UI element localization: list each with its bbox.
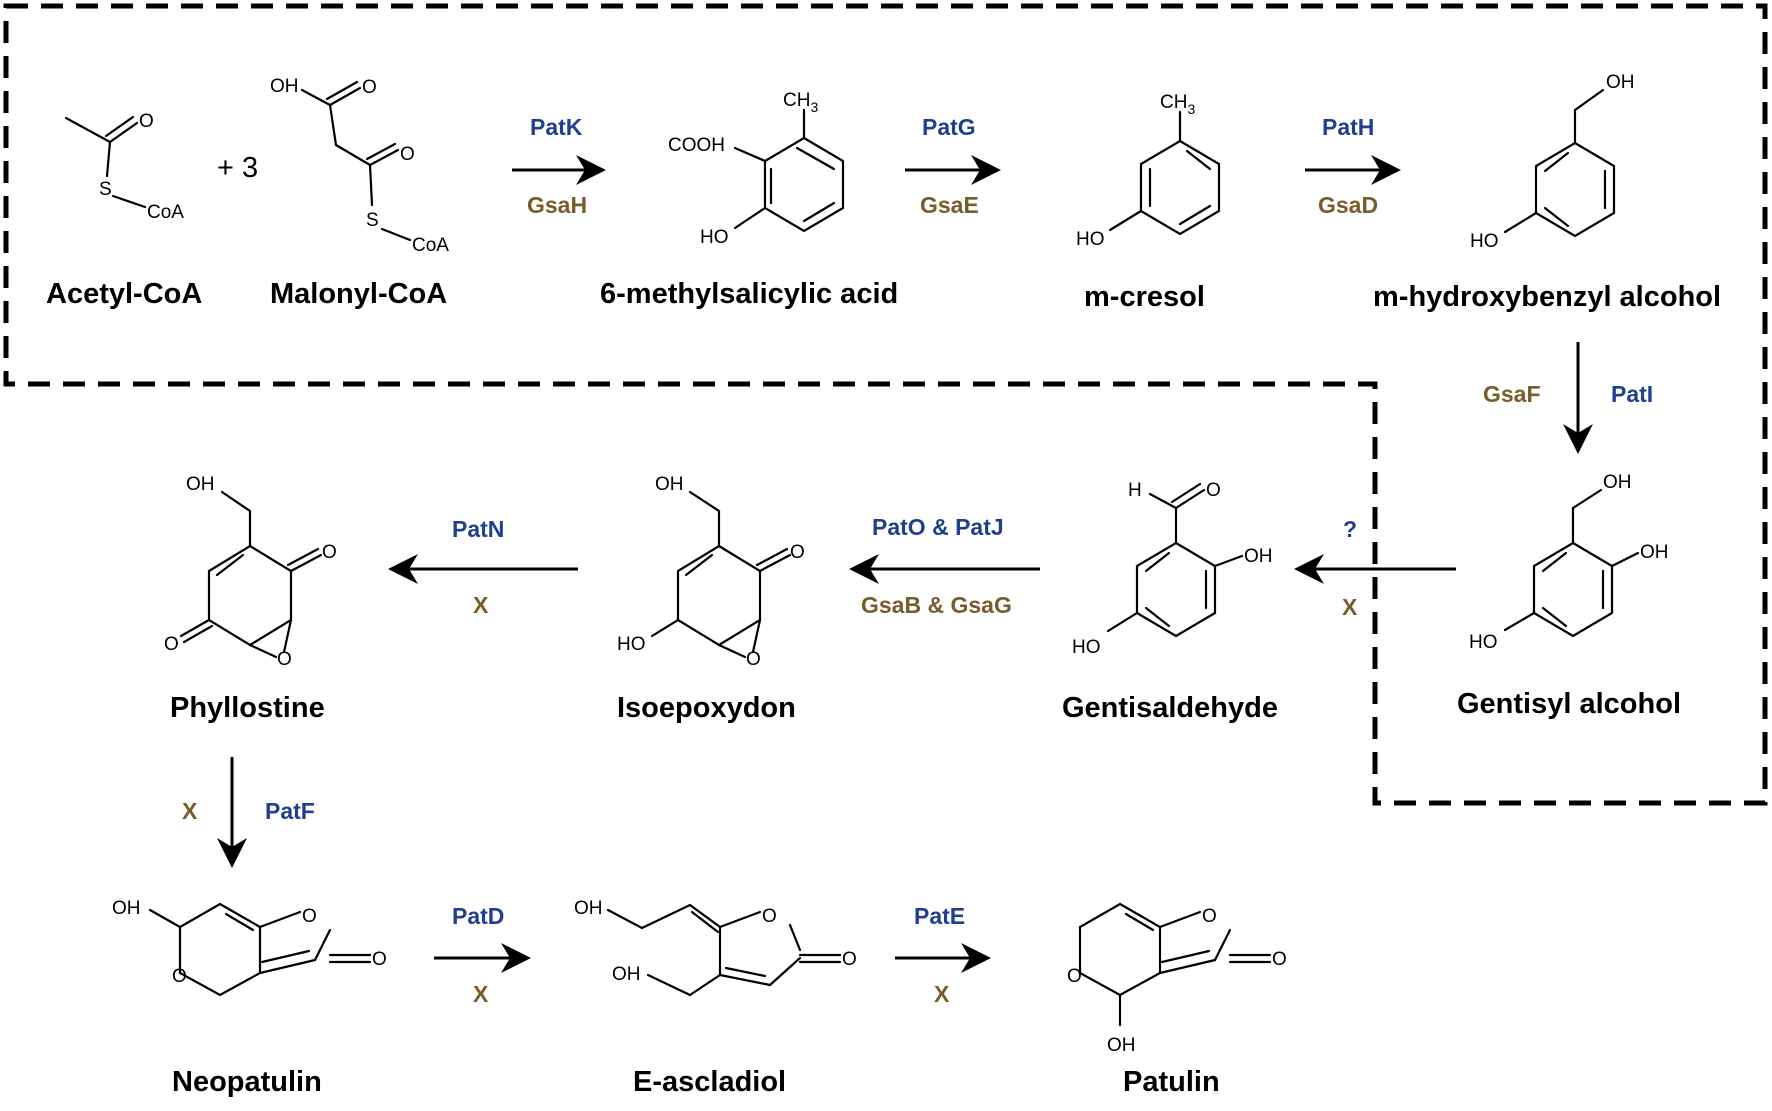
enzyme-patd: PatD <box>452 903 504 929</box>
compound-patulin: Patulin <box>1123 1066 1220 1098</box>
atom-ho: HO <box>617 634 646 655</box>
enzyme-pati: PatI <box>1611 381 1653 407</box>
enzyme-unknown: ? <box>1343 516 1357 542</box>
atom-o: O <box>746 649 761 670</box>
atom-o: O <box>302 906 317 927</box>
atom-s: S <box>99 179 112 200</box>
ch3-label: CH3 <box>783 90 818 115</box>
atom-o: O <box>762 906 777 927</box>
compound-phyllostine: Phyllostine <box>170 692 325 724</box>
atom-oh: OH <box>1640 542 1669 563</box>
malonyl-coa-structure: OH O O S CoA <box>270 76 449 256</box>
atom-o: O <box>1206 480 1221 501</box>
compound-6-methylsalicylic-acid: 6-methylsalicylic acid <box>600 278 898 310</box>
atom-h: H <box>1128 480 1142 501</box>
atom-o: O <box>172 966 187 987</box>
isoepoxydon-structure: OH O O HO <box>617 474 805 670</box>
atom-ho: HO <box>1470 231 1499 252</box>
atom-o: O <box>372 949 387 970</box>
atom-oh: OH <box>270 76 299 97</box>
atom-oh: OH <box>1107 1035 1136 1056</box>
atom-o: O <box>277 649 292 670</box>
atom-o: O <box>1272 949 1287 970</box>
atom-oh: OH <box>612 964 641 985</box>
e-ascladiol-structure: OH O O OH <box>574 898 857 997</box>
atom-oh: OH <box>574 898 603 919</box>
compound-gentisaldehyde: Gentisaldehyde <box>1062 692 1278 724</box>
enzyme-patn: PatN <box>452 516 504 542</box>
atom-oh: OH <box>1606 72 1635 93</box>
ch3-label: CH3 <box>1160 92 1195 117</box>
atom-o: O <box>842 949 857 970</box>
atom-coa: CoA <box>412 235 449 256</box>
enzyme-x: X <box>934 981 950 1007</box>
patulin-structure: O O O OH <box>1067 902 1287 1056</box>
enzyme-gsaf: GsaF <box>1483 381 1541 407</box>
atom-s: S <box>366 210 379 231</box>
enzyme-pate: PatE <box>914 903 965 929</box>
dashed-enclosure <box>3 3 1768 806</box>
atom-ho: HO <box>700 227 729 248</box>
atom-o: O <box>1202 906 1217 927</box>
atom-oh: OH <box>112 898 141 919</box>
stoichiometry-label: + 3 <box>217 152 258 184</box>
enzyme-pato-patj: PatO & PatJ <box>872 514 1004 540</box>
atom-o: O <box>400 144 415 165</box>
enzyme-gsad: GsaD <box>1318 192 1378 218</box>
enzyme-x: X <box>473 592 489 618</box>
m-hydroxybenzyl-structure: OH HO <box>1470 72 1635 252</box>
atom-oh: OH <box>1244 546 1273 567</box>
atom-oh: OH <box>186 474 215 495</box>
atom-o: O <box>362 77 377 98</box>
enzyme-path: PatH <box>1322 114 1374 140</box>
compound-m-cresol: m-cresol <box>1084 281 1205 313</box>
atom-ho: HO <box>1469 632 1498 653</box>
compound-acetyl-coa: Acetyl-CoA <box>46 278 202 310</box>
enzyme-x: X <box>182 798 198 824</box>
atom-o: O <box>790 542 805 563</box>
atom-cooh: COOH <box>668 135 725 156</box>
enzyme-patf: PatF <box>265 798 315 824</box>
m-cresol-structure: CH3 HO <box>1076 92 1221 250</box>
gentisaldehyde-structure: H O OH HO <box>1072 480 1273 658</box>
compound-malonyl-coa: Malonyl-CoA <box>270 278 447 310</box>
enzyme-x: X <box>473 981 489 1007</box>
gentisyl-alcohol-structure: OH OH HO <box>1469 472 1669 653</box>
phyllostine-structure: OH O O O <box>164 474 337 670</box>
acetyl-coa-structure: O S CoA <box>64 111 184 223</box>
enzyme-x: X <box>1342 594 1358 620</box>
atom-o: O <box>164 634 179 655</box>
enzyme-gsab-gsag: GsaB & GsaG <box>861 592 1012 618</box>
atom-ho: HO <box>1072 637 1101 658</box>
atom-o: O <box>322 542 337 563</box>
atom-ho: HO <box>1076 229 1105 250</box>
atom-o: O <box>139 111 154 132</box>
compound-neopatulin: Neopatulin <box>172 1066 322 1098</box>
compound-gentisyl-alcohol: Gentisyl alcohol <box>1457 688 1681 720</box>
enzyme-patk: PatK <box>530 114 583 140</box>
neopatulin-structure: O O O OH <box>112 898 387 997</box>
compound-isoepoxydon: Isoepoxydon <box>617 692 796 724</box>
atom-coa: CoA <box>147 202 184 223</box>
atom-oh: OH <box>1603 472 1632 493</box>
atom-o: O <box>1067 966 1082 987</box>
methylsalicylic-structure: CH3 COOH HO <box>668 90 845 248</box>
enzyme-gsae: GsaE <box>920 192 979 218</box>
enzyme-gsah: GsaH <box>527 192 587 218</box>
compound-m-hydroxybenzyl-alcohol: m-hydroxybenzyl alcohol <box>1373 281 1721 313</box>
compound-e-ascladiol: E-ascladiol <box>633 1066 786 1098</box>
enzyme-patg: PatG <box>922 114 976 140</box>
atom-oh: OH <box>655 474 684 495</box>
